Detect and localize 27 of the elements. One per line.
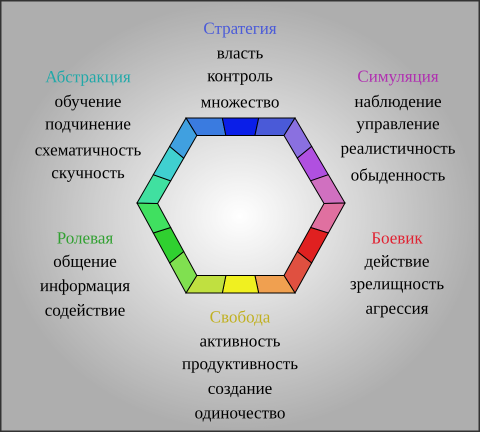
category-heading: Боевик	[372, 232, 423, 244]
trait-word: множество	[201, 99, 279, 108]
trait-word: скучность	[52, 170, 124, 182]
category-heading: Стратегия	[204, 22, 276, 38]
category-heading: Ролевая	[57, 232, 113, 244]
trait-word: подчинение	[45, 121, 130, 133]
trait-word: агрессия	[366, 306, 428, 318]
category-heading: Симуляция	[358, 70, 438, 86]
category-heading: Свобода	[210, 310, 270, 326]
trait-word: действие	[364, 255, 429, 270]
trait-word: контроль	[208, 73, 272, 85]
trait-word: обучение	[55, 94, 121, 110]
trait-word: одиночество	[195, 410, 285, 422]
trait-word: управление	[356, 121, 440, 133]
category-heading: Абстракция	[45, 70, 130, 86]
trait-word: общение	[54, 254, 116, 270]
trait-word: создание	[208, 386, 272, 398]
trait-word: реалистичность	[340, 146, 455, 158]
trait-word: схематичность	[35, 147, 141, 156]
trait-word: информация	[40, 279, 130, 295]
trait-word: власть	[217, 50, 263, 59]
trait-word: активность	[200, 338, 280, 347]
trait-word: зрелищность	[350, 281, 444, 293]
trait-word: обыденность	[351, 168, 445, 184]
trait-word: наблюдение	[354, 94, 441, 110]
trait-word: содействие	[45, 304, 125, 319]
trait-word: продуктивность	[182, 361, 298, 373]
